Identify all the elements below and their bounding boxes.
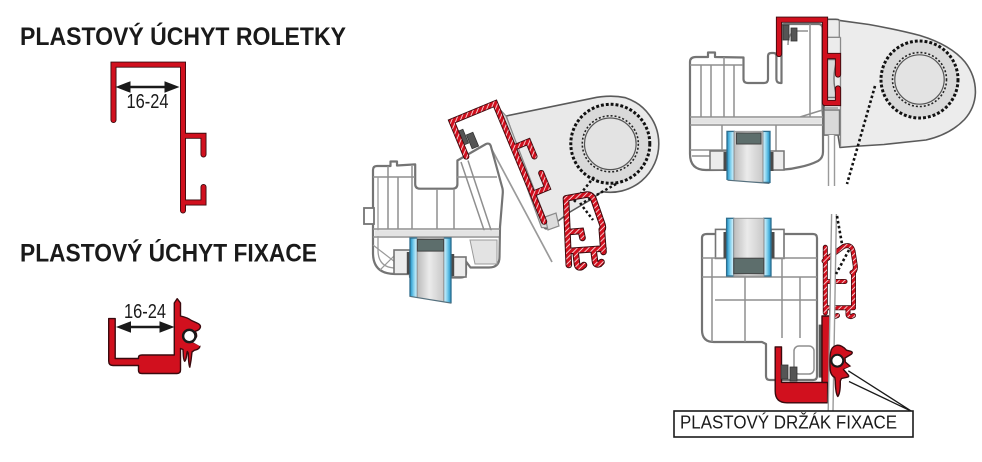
svg-text:PLASTOVÝ ÚCHYT ROLETKY: PLASTOVÝ ÚCHYT ROLETKY xyxy=(20,21,346,51)
svg-text:PLASTOVÝ ÚCHYT FIXACE: PLASTOVÝ ÚCHYT FIXACE xyxy=(20,238,317,268)
svg-text:16-24: 16-24 xyxy=(127,91,169,113)
svg-text:PLASTOVÝ DRŽÁK FIXACE: PLASTOVÝ DRŽÁK FIXACE xyxy=(680,413,897,433)
svg-text:16-24: 16-24 xyxy=(124,301,166,323)
